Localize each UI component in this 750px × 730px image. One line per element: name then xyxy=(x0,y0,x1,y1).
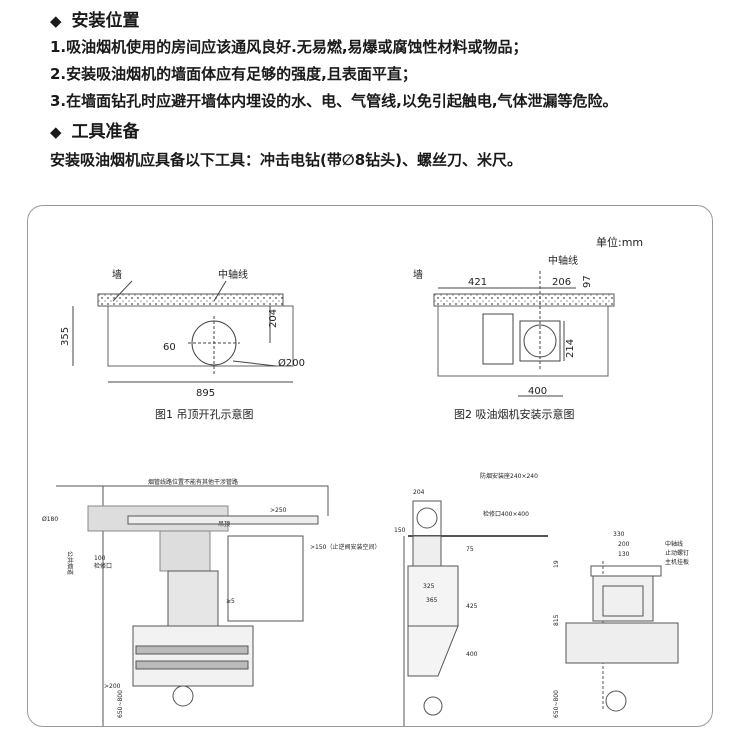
fig5-plate-label: 主机挂板 xyxy=(665,558,689,566)
install-item-1: 1.吸油烟机使用的房间应该通风良好.无易燃,易爆或腐蚀性材料或物品； xyxy=(50,38,528,56)
fig2-dim-400: 400 xyxy=(528,386,547,397)
install-item-3: 3.在墙面钻孔时应避开墙体内埋设的水、电、气管线,以免引起触电,气体泄漏等危险。 xyxy=(50,92,618,110)
fig3-dim-250: >250 xyxy=(270,507,287,514)
fig2-caption: 图2 吸油烟机安装示意图 xyxy=(454,407,575,421)
fig4-side-view xyxy=(403,500,548,726)
unit-label: 单位:mm xyxy=(596,235,643,249)
fig4-dim-425: 425 xyxy=(466,603,478,610)
fig1-ceiling-cutout xyxy=(72,280,294,383)
tools-heading: ◆工具准备 xyxy=(50,122,140,142)
fig3-note-top: 烟管线路位置不能有其他干涉管路 xyxy=(148,478,238,486)
install-item-2: 2.安装吸油烟机的墙面体应有足够的强度,且表面平直； xyxy=(50,65,417,83)
fig3-ceiling-label: 吊顶 xyxy=(218,521,230,528)
fig5-axis-label: 中轴线 xyxy=(665,540,683,548)
fig5-dim-815: 815 xyxy=(553,614,560,626)
fig3-side-label: 公共烟道 xyxy=(66,551,74,575)
fig5-dim-650: 650~800 xyxy=(553,690,560,718)
diamond-bullet-icon: ◆ xyxy=(50,12,62,30)
fig1-dim-hole: Ø200 xyxy=(278,357,305,369)
installation-diagram: 单位:mm 墙 中轴线 204 355 60 Ø200 895 图1 吊顶开孔示… xyxy=(42,235,689,726)
fig1-dim-895: 895 xyxy=(196,388,215,399)
fig4-dim-204: 204 xyxy=(413,489,425,496)
fig1-axis-label: 中轴线 xyxy=(218,268,248,281)
fig3-access-label: 检修口 xyxy=(94,562,112,570)
fig1-dim-60: 60 xyxy=(163,342,176,353)
fig2-dim-421: 421 xyxy=(468,277,487,288)
fig2-dim-206: 206 xyxy=(552,277,571,288)
fig3-dim-180: Ø180 xyxy=(42,516,58,523)
fig1-wall-label: 墙 xyxy=(112,268,122,281)
fig3-dim-200: >200 xyxy=(104,683,121,690)
diamond-bullet-icon: ◆ xyxy=(50,123,62,141)
fig5-front-view xyxy=(565,561,679,712)
fig5-dim-19: 19 xyxy=(553,560,560,568)
fig5-dim-200: 200 xyxy=(618,541,630,548)
fig5-screw-label: 止动螺钉 xyxy=(665,549,689,557)
fig4-fire-label: 防烟安装座240×240 xyxy=(480,472,538,480)
fig3-dim-150: >150（止逆阀安装空间） xyxy=(310,543,380,551)
fig5-dim-130: 130 xyxy=(618,551,630,558)
fig2-dim-97: 97 xyxy=(582,275,593,288)
fig4-dim-400: 400 xyxy=(466,651,478,658)
fig5-dim-330: 330 xyxy=(613,531,625,538)
fig4-dim-325: 325 xyxy=(423,583,435,590)
fig2-axis-label: 中轴线 xyxy=(548,254,578,267)
fig3-dim-5: ≥5 xyxy=(226,598,235,605)
install-position-heading: ◆安装位置 xyxy=(50,11,140,31)
installation-diagram-panel: 单位:mm 墙 中轴线 204 355 60 Ø200 895 图1 吊顶开孔示… xyxy=(27,205,713,727)
tools-text: 安装吸油烟机应具备以下工具：冲击电钻(带∅8钻头)、螺丝刀、米尺。 xyxy=(50,151,522,169)
fig2-dim-214: 214 xyxy=(565,339,576,358)
fig3-kitchen-cross-section xyxy=(56,485,329,726)
fig2-wall-label: 墙 xyxy=(413,268,423,281)
fig1-dim-204: 204 xyxy=(268,309,279,328)
fig4-dim-150: 150 xyxy=(394,527,406,534)
fig1-dim-355: 355 xyxy=(60,327,71,346)
fig1-caption: 图1 吊顶开孔示意图 xyxy=(155,407,254,421)
fig3-dim-100: 100 xyxy=(94,555,106,562)
fig4-access-label: 检修口400×400 xyxy=(483,510,529,518)
fig2-hood-install xyxy=(433,271,615,397)
fig4-dim-75: 75 xyxy=(466,546,474,553)
fig3-dim-650: 650~800 xyxy=(117,690,124,718)
fig4-dim-365: 365 xyxy=(426,597,438,604)
